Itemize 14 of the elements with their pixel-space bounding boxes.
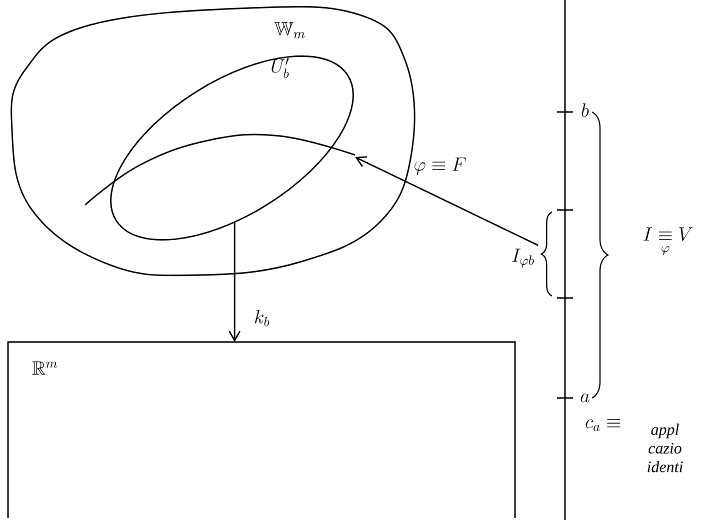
arrow xyxy=(355,156,538,246)
curve xyxy=(84,134,356,206)
edge-label: $\varphi \equiv F$ xyxy=(412,156,468,176)
formula-label: $c_a \equiv$ xyxy=(586,419,620,432)
note-text: appl cazio identi xyxy=(648,424,683,472)
set-label: $\mathbb{R}^m$ xyxy=(32,361,58,375)
interval-label: $I_{\varphi b}$ xyxy=(512,248,534,268)
point-label: $b$ xyxy=(582,103,589,117)
set-label: $U_b'$ xyxy=(272,58,289,78)
arrow xyxy=(228,222,241,342)
point-label: $a$ xyxy=(580,394,590,402)
set-label: $\mathbb{W}_m$ xyxy=(274,22,305,38)
edge-label: $k_b$ xyxy=(252,308,272,328)
interval-label: $I \underset{\varphi}{\equiv} V$ xyxy=(644,227,693,255)
